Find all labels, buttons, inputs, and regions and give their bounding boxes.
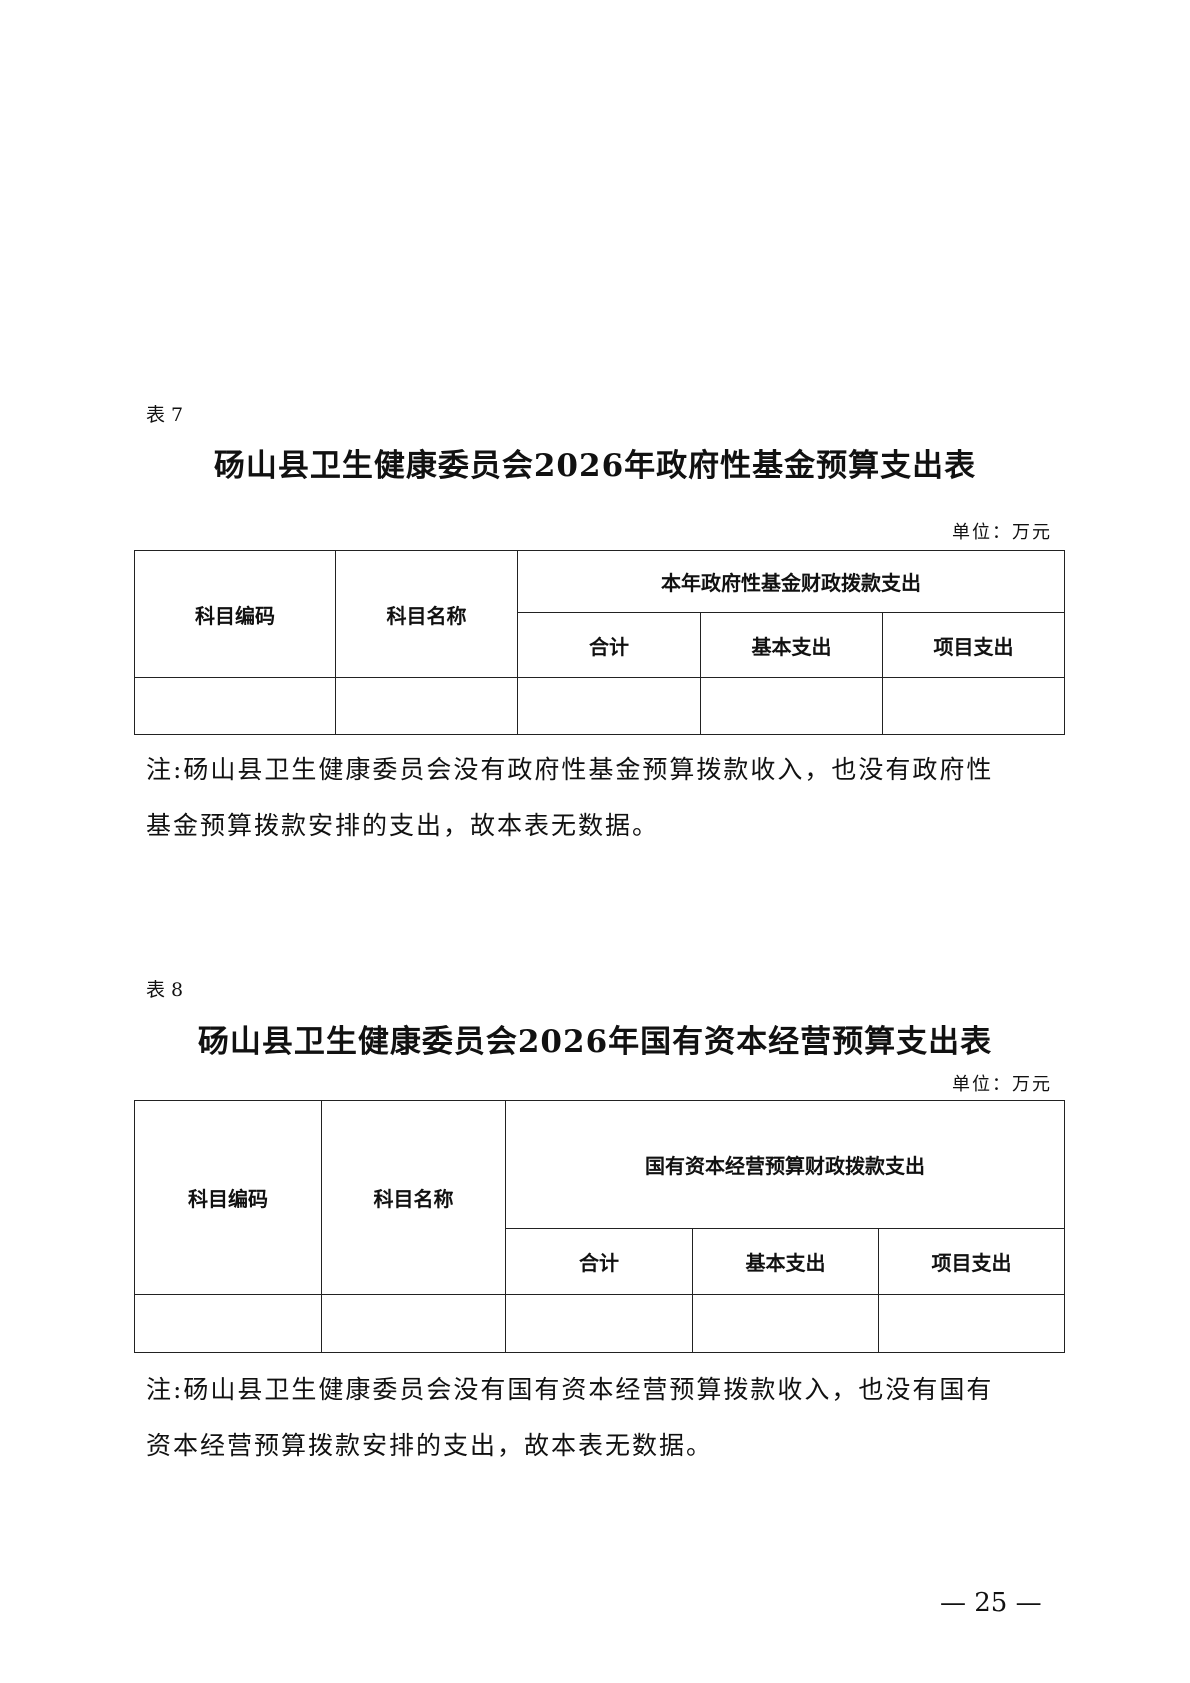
cell [505,1294,693,1353]
cell [517,677,701,735]
note-line: 基金预算拨款安排的支出，故本表无数据。 [146,811,660,840]
header-code: 科目编码 [134,550,336,678]
cell [692,1294,879,1353]
table7: 科目编码 科目名称 本年政府性基金财政拨款支出 合计 基本支出 项目支出 [134,550,1065,735]
header-basic: 基本支出 [700,612,883,678]
table8-note: 注:砀山县卫生健康委员会没有国有资本经营预算拨款收入，也没有国有 资本经营预算拨… [146,1362,1046,1474]
header-project: 项目支出 [882,612,1065,678]
header-total: 合计 [517,612,701,678]
page-number: — 25 — [940,1588,1042,1618]
table8-label: 表 8 [146,979,184,1001]
table8-title: 砀山县卫生健康委员会2026年国有资本经营预算支出表 [197,1024,993,1060]
table7-unit: 单位：万元 [952,522,1052,543]
header-project: 项目支出 [877,1228,1066,1295]
cell [321,1294,506,1353]
header-total: 合计 [505,1228,693,1295]
table7-title: 砀山县卫生健康委员会2026年政府性基金预算支出表 [213,448,977,484]
table8: 科目编码 科目名称 国有资本经营预算财政拨款支出 合计 基本支出 项目支出 [134,1100,1066,1353]
table-row [134,677,1065,735]
header-basic: 基本支出 [692,1228,879,1295]
table7-note: 注:砀山县卫生健康委员会没有政府性基金预算拨款收入，也没有政府性 基金预算拨款安… [146,742,1046,854]
cell [882,677,1065,735]
cell [134,1294,322,1353]
table8-unit: 单位：万元 [952,1074,1052,1095]
note-line: 注:砀山县卫生健康委员会没有政府性基金预算拨款收入，也没有政府性 [146,755,994,784]
table7-label: 表 7 [146,404,184,426]
cell [134,677,336,735]
cell [877,1294,1066,1353]
note-line: 注:砀山县卫生健康委员会没有国有资本经营预算拨款收入，也没有国有 [146,1375,994,1404]
cell [335,677,518,735]
header-group: 本年政府性基金财政拨款支出 [517,550,1065,613]
header-name: 科目名称 [321,1100,506,1295]
header-group: 国有资本经营预算财政拨款支出 [504,1100,1066,1229]
note-line: 资本经营预算拨款安排的支出，故本表无数据。 [146,1431,714,1460]
cell [700,677,883,735]
header-code: 科目编码 [134,1100,322,1295]
header-name: 科目名称 [335,550,518,678]
table-row [134,1294,1066,1353]
